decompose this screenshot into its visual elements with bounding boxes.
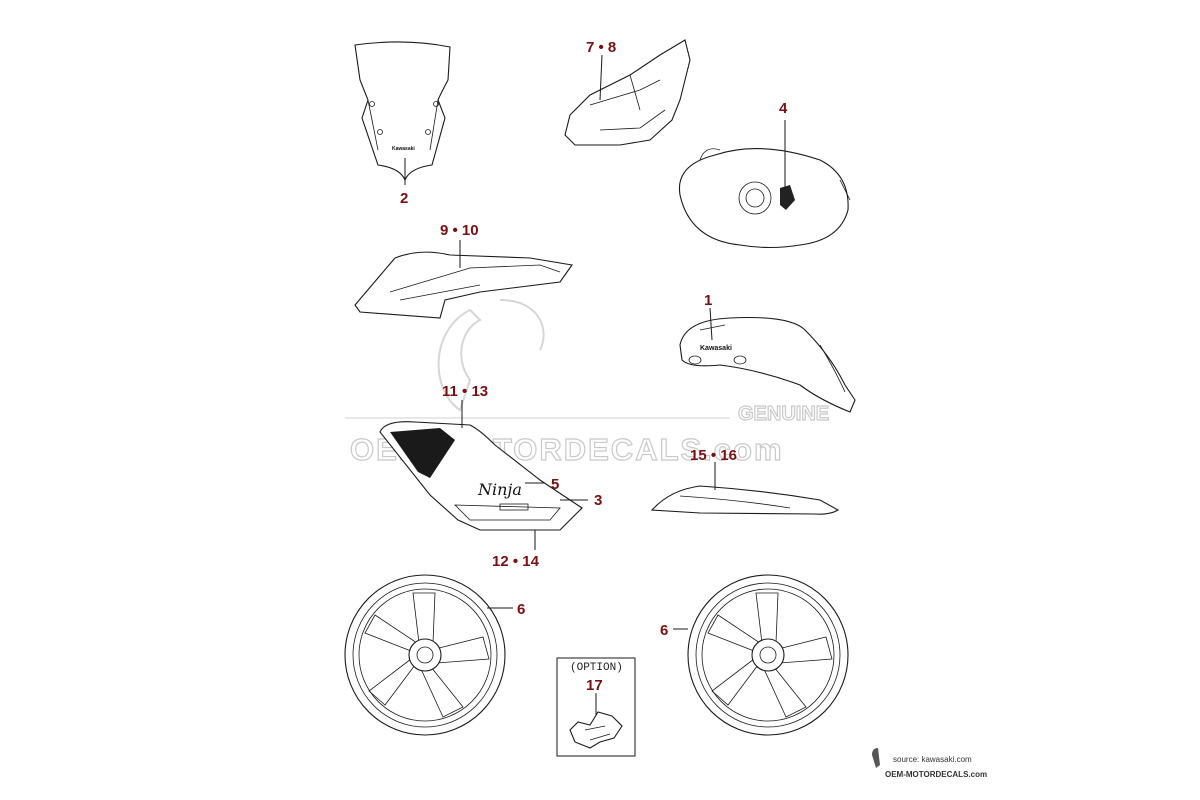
label-tail: 15 • 16	[690, 447, 737, 464]
label-cowl-stripe: 3	[594, 492, 602, 509]
source-credit: source: kawasaki.com OEM-MOTORDECALS.com	[872, 748, 987, 779]
watermark-genuine: GENUINE	[738, 403, 829, 425]
option-box: (OPTION)	[556, 657, 636, 757]
label-inner-cowl: 7 • 8	[586, 39, 616, 56]
side-cowl-upper-part	[354, 240, 573, 319]
source-line1: source: kawasaki.com	[893, 755, 972, 764]
label-lower-cowl-bottom: 12 • 14	[492, 553, 540, 570]
label-windshield: 2	[400, 190, 408, 207]
label-tank-cover: 1	[704, 292, 712, 309]
label-fuel-tank: 4	[779, 100, 788, 117]
wheel-rear-part	[673, 574, 849, 736]
label-ninja-decal: 5	[551, 476, 559, 493]
windshield-part: Kawasaki	[354, 41, 451, 185]
option-box-title: (OPTION)	[570, 662, 623, 674]
label-wheel-front: 6	[517, 601, 525, 618]
label-option-part: 17	[586, 677, 603, 694]
tail-part	[650, 462, 840, 515]
source-line2: OEM-MOTORDECALS.com	[885, 770, 987, 779]
tank-cover-brand-decal: Kawasaki	[700, 345, 732, 352]
label-wheel-rear: 6	[660, 622, 668, 639]
lower-cowl-part: Ninja	[379, 400, 588, 550]
tank-cover-part: Kawasaki	[679, 307, 856, 413]
fuel-tank-part	[678, 120, 851, 249]
windshield-brand-decal: Kawasaki	[392, 146, 415, 152]
wheel-front-part	[344, 574, 513, 736]
ninja-decal-text: Ninja	[477, 480, 522, 499]
label-side-cowl-upper: 9 • 10	[440, 222, 479, 239]
label-lower-cowl-top: 11 • 13	[442, 383, 488, 400]
inner-cowl-part	[564, 39, 691, 146]
